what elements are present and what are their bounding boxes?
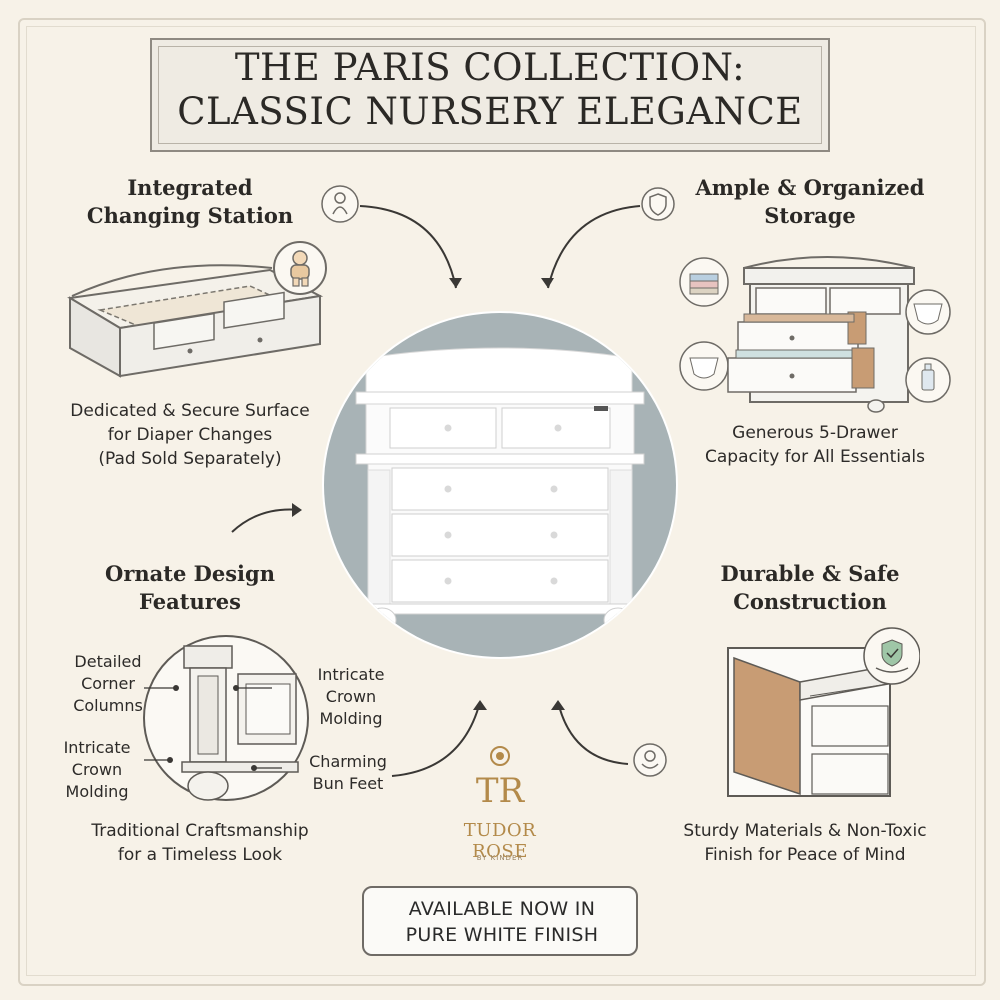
shield-icon [641,187,675,221]
durable-heading-line-1: Durable & Safe [720,561,900,586]
inner-frame [26,26,976,976]
storage-desc-line-2: Capacity for All Essentials [704,447,926,467]
construction-detail-illustration [727,627,920,797]
corner-column-detail-illustration [143,635,309,801]
baby-small-icon [321,185,359,223]
baby-icon [273,241,327,295]
safety-badge-icon [633,743,667,777]
design-heading-line-1: Ornate Design [105,561,275,586]
tudor-rose-logo: TR [476,746,526,811]
storage-heading-line-2: Storage [764,203,856,228]
cta-line-2: PURE WHITE FINISH [405,924,599,946]
design-desc-line-1: Traditional Craftsmanship [91,821,309,841]
callout-bun-line-1: Charming [309,752,387,771]
callout-corner-line-3: Columns [73,696,143,715]
callout-crown-left-line-1: Intricate [63,738,131,757]
durable-heading-line-2: Construction [733,589,887,614]
title-box-inner-border [158,46,822,144]
callout-corner-line-1: Detailed [74,652,142,671]
brand-sub: BY KINDER [476,854,524,862]
cta-line-1: AVAILABLE NOW IN [408,898,596,920]
design-heading-line-2: Features [139,589,241,614]
central-dresser-image [322,311,678,659]
durable-desc-line-2: Finish for Peace of Mind [704,845,906,865]
title-line-2: CLASSIC NURSERY ELEGANCE [177,90,803,133]
storage-heading-line-1: Ample & Organized [695,175,925,200]
availability-banner: AVAILABLE NOW IN PURE WHITE FINISH [362,886,638,956]
callout-crown-left-line-2: Crown [71,760,123,779]
svg-text:TR: TR [476,771,526,811]
changing-desc-line-3: (Pad Sold Separately) [98,449,282,469]
title-line-1: THE PARIS COLLECTION: [234,46,746,89]
callout-crown-right-line-3: Molding [319,709,383,728]
changing-desc-line-2: for Diaper Changes [107,425,273,445]
changing-station-illustration [67,264,324,378]
design-desc-line-2: for a Timeless Look [117,845,283,865]
storage-desc-line-1: Generous 5-Drawer [732,423,898,443]
callout-bun-line-2: Bun Feet [312,774,384,793]
callout-crown-right-line-1: Intricate [317,665,385,684]
storage-dresser-illustration [679,256,951,413]
title-box [150,38,830,152]
outer-frame [18,18,986,986]
changing-heading-line-1: Integrated [127,175,253,200]
brand-name: TUDOR ROSE [463,820,537,862]
callout-crown-left-line-3: Molding [65,782,129,801]
callout-crown-right-line-2: Crown [325,687,377,706]
changing-desc-line-1: Dedicated & Secure Surface [70,401,310,421]
durable-desc-line-1: Sturdy Materials & Non-Toxic [683,821,927,841]
callout-corner-line-2: Corner [81,674,135,693]
changing-heading-line-2: Changing Station [86,203,294,228]
